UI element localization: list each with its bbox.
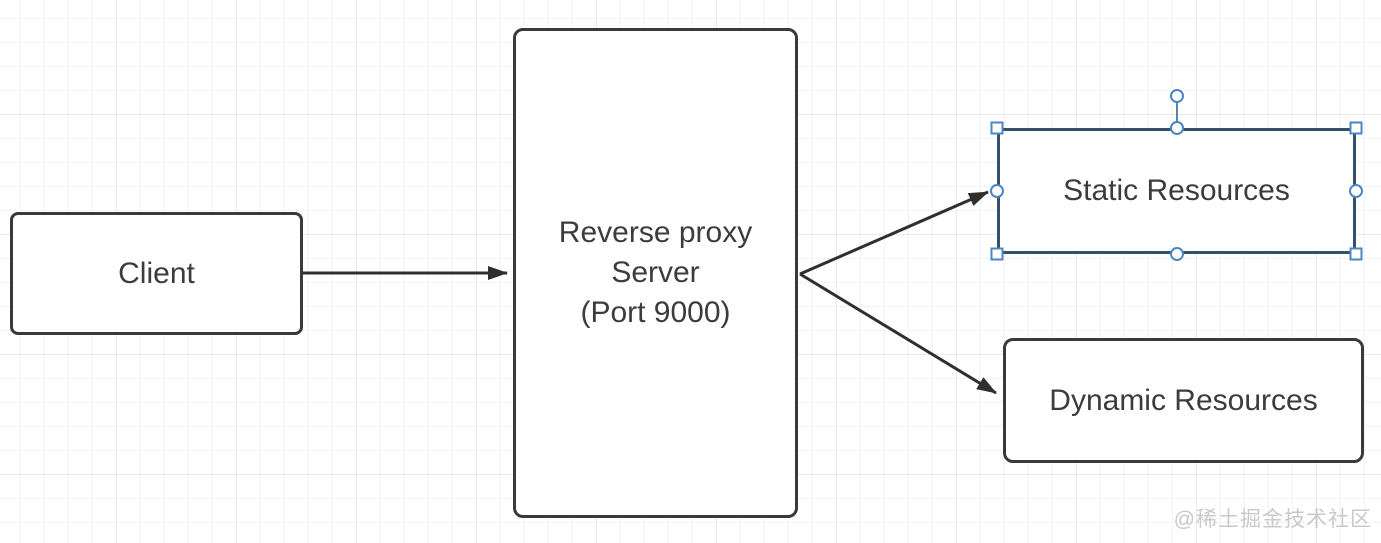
selection-handle-nw[interactable] [990,121,1004,135]
watermark-text: @稀土掘金技术社区 [1173,508,1372,531]
connector-proxy-to-static[interactable] [799,190,989,276]
selection-handle-ne[interactable] [1349,121,1363,135]
selection-handle-e[interactable] [1349,184,1363,198]
node-proxy-label: Reverse proxy Server (Port 9000) [559,213,752,333]
proxy-label-line2: Server [611,256,700,289]
selection-handle-n[interactable] [1169,121,1184,135]
node-static-resources[interactable]: Static Resources [997,128,1356,254]
proxy-label-line3: (Port 9000) [580,296,731,329]
node-client[interactable]: Client [10,212,303,335]
proxy-label-line1: Reverse proxy [558,216,753,249]
selection-handle-se[interactable] [1349,247,1363,261]
selection-overlay [990,89,1363,261]
connector-proxy-to-dynamic[interactable] [799,272,997,395]
rotation-handle[interactable] [1169,89,1184,103]
node-dynamic-resources[interactable]: Dynamic Resources [1003,338,1364,463]
selection-handle-sw[interactable] [990,247,1004,261]
selection-handle-w[interactable] [990,184,1004,198]
node-dynamic-label: Dynamic Resources [1049,383,1318,417]
selection-handle-s[interactable] [1169,247,1184,261]
node-client-label: Client [118,256,195,290]
node-static-label: Static Resources [1063,174,1290,208]
node-reverse-proxy-server[interactable]: Reverse proxy Server (Port 9000) [513,28,798,518]
